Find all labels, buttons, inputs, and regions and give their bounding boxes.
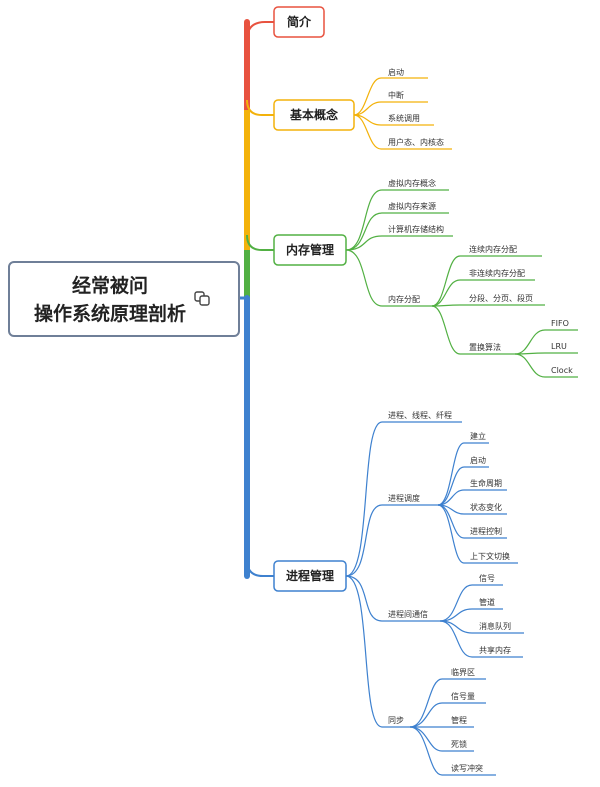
- leaf-sched-context-switch[interactable]: 上下文切换: [470, 551, 510, 561]
- leaf-process-thread-fiber[interactable]: 进程、线程、纤程: [388, 410, 452, 420]
- leaf-replace-lru[interactable]: LRU: [551, 342, 567, 351]
- leaf-memory-storage[interactable]: 计算机存储结构: [388, 224, 444, 234]
- leaf-sched-state-change[interactable]: 状态变化: [470, 502, 502, 512]
- basic-children: [353, 77, 452, 150]
- leaf-replace-clock[interactable]: Clock: [551, 366, 573, 375]
- branch-node-basic[interactable]: 基本概念: [273, 99, 355, 131]
- leaf-sync-semaphore[interactable]: 信号量: [451, 691, 475, 701]
- connector-process: [246, 559, 274, 577]
- leaf-process-sync[interactable]: 同步: [388, 716, 404, 725]
- connector-intro: [246, 21, 274, 41]
- leaf-basic-syscall[interactable]: 系统调用: [388, 113, 420, 123]
- branch-label-process: 进程管理: [286, 568, 334, 583]
- leaf-sched-control[interactable]: 进程控制: [470, 526, 502, 536]
- branch-node-intro[interactable]: 简介: [273, 6, 325, 38]
- connector-memory: [246, 234, 274, 251]
- leaf-memory-allocation[interactable]: 内存分配: [388, 294, 420, 304]
- connector-basic: [246, 99, 274, 116]
- leaf-process-ipc[interactable]: 进程间通信: [388, 609, 428, 619]
- leaf-alloc-contiguous[interactable]: 连续内存分配: [469, 244, 517, 254]
- root-node[interactable]: 经常被问 操作系统原理剖析: [8, 261, 240, 337]
- branch-label-basic: 基本概念: [289, 107, 338, 122]
- leaf-replace-fifo[interactable]: FIFO: [551, 319, 569, 328]
- branch-label-intro: 简介: [287, 14, 312, 29]
- leaf-sync-critical-section[interactable]: 临界区: [451, 667, 475, 677]
- leaf-ipc-pipe[interactable]: 管道: [479, 597, 495, 607]
- memory-children: [345, 189, 578, 378]
- leaf-sched-start[interactable]: 启动: [470, 455, 486, 465]
- branch-node-memory[interactable]: 内存管理: [273, 234, 347, 266]
- leaf-basic-interrupt[interactable]: 中断: [388, 90, 404, 100]
- leaf-alloc-noncontiguous[interactable]: 非连续内存分配: [469, 268, 525, 278]
- leaf-alloc-replacement[interactable]: 置换算法: [469, 342, 501, 352]
- leaf-ipc-signal[interactable]: 信号: [479, 573, 495, 583]
- leaf-alloc-paging[interactable]: 分段、分页、段页: [469, 293, 533, 303]
- leaf-ipc-message-queue[interactable]: 消息队列: [479, 621, 511, 631]
- leaf-ipc-shared-memory[interactable]: 共享内存: [479, 645, 511, 655]
- root-title-line1: 经常被问: [72, 274, 148, 297]
- leaf-memory-vm-concept[interactable]: 虚拟内存概念: [388, 178, 436, 188]
- process-children: [345, 421, 524, 776]
- leaf-basic-boot[interactable]: 启动: [388, 67, 404, 77]
- leaf-sync-rw-conflict[interactable]: 读写冲突: [451, 763, 483, 773]
- branch-label-memory: 内存管理: [286, 242, 334, 257]
- leaf-sched-create[interactable]: 建立: [470, 431, 486, 441]
- branch-node-process[interactable]: 进程管理: [273, 560, 347, 592]
- leaf-sched-lifecycle[interactable]: 生命周期: [470, 478, 502, 488]
- link-icon[interactable]: [194, 291, 210, 306]
- leaf-sync-monitor[interactable]: 管程: [451, 715, 467, 725]
- leaf-process-scheduling[interactable]: 进程调度: [388, 493, 420, 503]
- leaf-basic-user-kernel[interactable]: 用户态、内核态: [388, 137, 444, 147]
- root-title-line2: 操作系统原理剖析: [34, 302, 186, 325]
- leaf-sync-deadlock[interactable]: 死锁: [451, 739, 467, 749]
- leaf-memory-vm-source[interactable]: 虚拟内存来源: [388, 201, 436, 211]
